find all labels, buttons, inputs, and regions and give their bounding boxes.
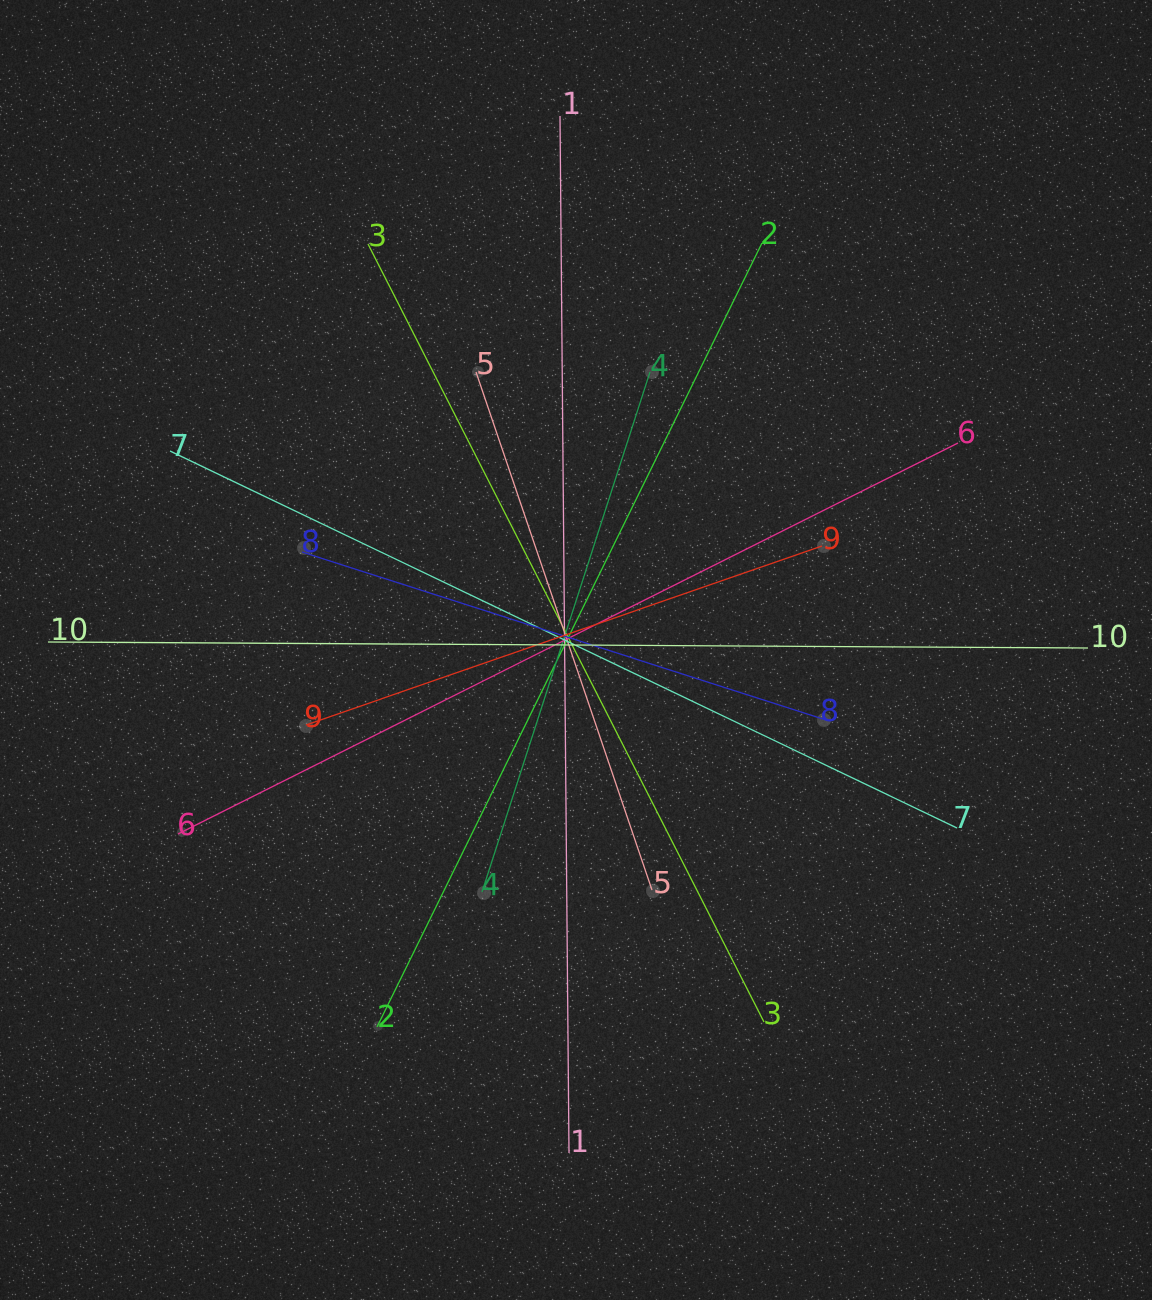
pair-2-label-top: 2 [760,217,779,252]
pair-7-label-top: 7 [170,429,189,464]
pair-5-line [475,371,653,891]
spot [477,886,491,900]
spot [297,541,311,555]
pair-9: 9 9 [304,522,841,735]
pair-9-label-bottom: 9 [304,700,323,735]
pair-2-label-bottom: 2 [377,1000,396,1035]
pair-3: 3 3 [367,219,782,1032]
pair-2: 2 2 [376,217,779,1035]
pair-1-label-top: 1 [562,87,581,122]
pair-8-label-bottom: 8 [820,694,839,729]
pair-10: 10 10 [47,613,1128,655]
pair-7: 7 7 [169,429,972,836]
pair-10-label-right: 10 [1090,620,1128,655]
pair-6-label-top: 6 [957,416,976,451]
spot [817,539,831,553]
pair-3-label-bottom: 3 [763,997,782,1032]
spot [472,366,484,378]
pair-1-line [559,115,570,1154]
pair-2-line [376,242,763,1028]
pair-10-line [47,641,1089,649]
pair-3-label-top: 3 [368,219,387,254]
pair-8-label-top: 8 [301,525,320,560]
pair-4-label-top: 4 [650,349,669,384]
pair-9-label-top: 9 [822,522,841,557]
pair-4-line [481,371,651,893]
pair-7-label-bottom: 7 [953,801,972,836]
pair-4: 4 4 [481,349,669,903]
pair-5: 5 5 [475,347,672,901]
pair-8: 8 8 [301,525,839,729]
spot [646,884,660,898]
spot [299,719,313,733]
pair-1-label-bottom: 1 [570,1125,589,1160]
pair-5-label-top: 5 [476,347,495,382]
pair-7-line [169,450,958,829]
pair-6-label-bottom: 6 [177,808,196,843]
spots [177,365,831,1031]
pair-10-label-left: 10 [50,613,88,648]
pair-6: 6 6 [177,416,976,843]
pair-1: 1 1 [559,87,589,1160]
pair-5-label-bottom: 5 [653,866,672,901]
pair-6-line [177,442,959,835]
pair-4-label-bottom: 4 [481,868,500,903]
pair-9-line [305,545,823,726]
